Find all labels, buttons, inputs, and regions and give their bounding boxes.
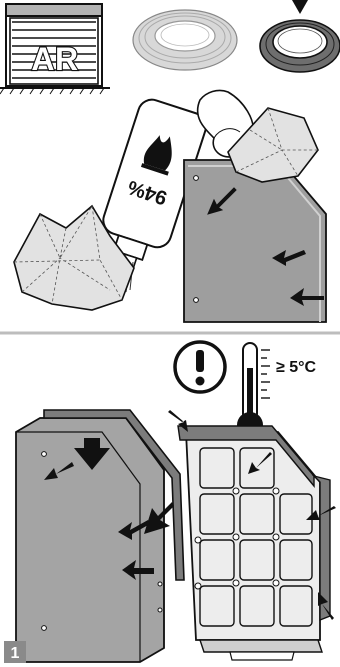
warning-icon bbox=[175, 342, 225, 392]
step-badge: 1 bbox=[4, 641, 26, 663]
temperature-label: ≥ 5°C bbox=[276, 359, 317, 376]
thermometer-icon bbox=[237, 343, 270, 438]
frame-right bbox=[178, 426, 330, 660]
down-arrow-icon bbox=[292, 0, 308, 14]
tape-coil-dark-icon bbox=[260, 20, 340, 72]
tape-coil-light-icon bbox=[133, 10, 237, 70]
step-number: 1 bbox=[11, 645, 20, 662]
garage-ar-label: AR bbox=[31, 41, 78, 77]
garage-ar-icon: AR bbox=[0, 4, 110, 94]
